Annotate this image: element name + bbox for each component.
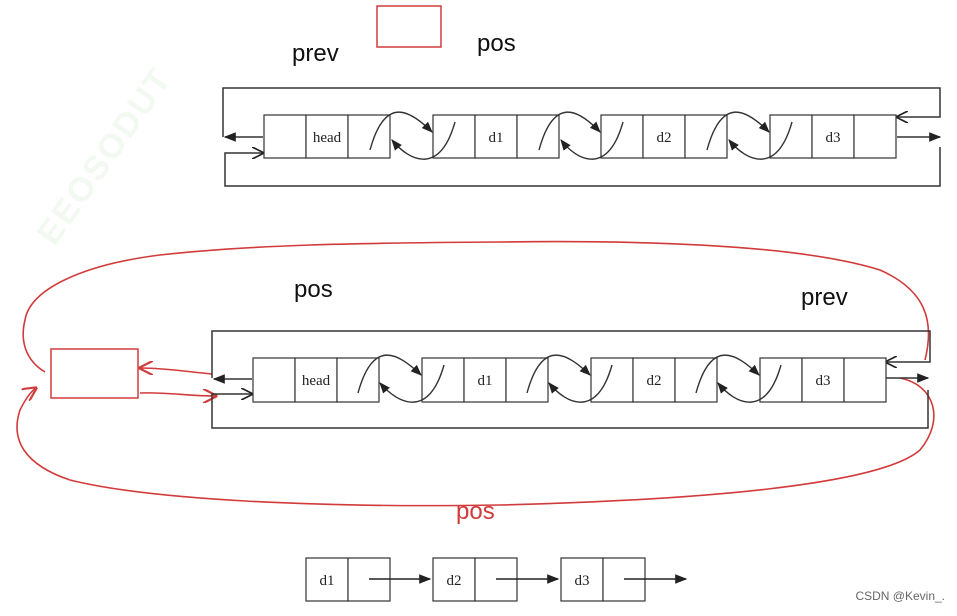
bottom-node-head: head bbox=[252, 357, 380, 403]
top-node-label: head bbox=[313, 130, 342, 146]
bottom-node-d3: d3 bbox=[759, 357, 887, 403]
top-node-label: d1 bbox=[489, 130, 504, 146]
top-circular-link bbox=[222, 87, 941, 137]
bottom-node-d1: d1 bbox=[421, 357, 549, 403]
csdn-credit: CSDN @Kevin_. bbox=[855, 589, 945, 603]
top-bidirectional-links bbox=[369, 111, 793, 160]
bottom-node-label: d1 bbox=[478, 373, 493, 389]
simple-chain: d1 d2 d3 bbox=[305, 557, 688, 602]
bottom-node-d2: d2 bbox=[590, 357, 718, 403]
bottom-node-label: head bbox=[302, 373, 331, 389]
bottom-new-node-box bbox=[50, 348, 139, 399]
top-prev-label: prev bbox=[292, 40, 339, 67]
red-arrow-from-new-node bbox=[139, 393, 216, 396]
top-node-label: d2 bbox=[657, 130, 672, 146]
red-arrow-to-new-node bbox=[140, 368, 213, 374]
bottom-list: head d1 d2 d3 bbox=[16, 240, 935, 507]
bottom-node-label: d2 bbox=[647, 373, 662, 389]
top-pos-label: pos bbox=[477, 30, 516, 57]
top-node-label: d3 bbox=[826, 130, 841, 146]
top-node-d2: d2 bbox=[600, 114, 728, 159]
mid-pos-label: pos bbox=[294, 276, 333, 303]
top-list: head d1 d2 d3 bbox=[222, 5, 942, 187]
top-node-d3: d3 bbox=[769, 114, 897, 159]
mid-prev-label: prev bbox=[801, 284, 848, 311]
top-node-head: head bbox=[263, 114, 391, 159]
bottom-bidirectional-links bbox=[357, 354, 782, 403]
top-new-node-box bbox=[376, 5, 442, 48]
red-pos-label: pos bbox=[456, 498, 495, 525]
chain-node-label: d1 bbox=[320, 573, 335, 589]
bottom-circular-link bbox=[211, 330, 931, 378]
red-lower-loop bbox=[16, 377, 935, 507]
bottom-node-label: d3 bbox=[816, 373, 831, 389]
top-node-d1: d1 bbox=[432, 114, 560, 159]
chain-node-label: d3 bbox=[575, 573, 590, 589]
top-circular-link-bottom bbox=[224, 147, 941, 187]
red-outer-loop bbox=[22, 240, 930, 373]
bottom-circular-link-bottom bbox=[211, 390, 929, 429]
chain-node-label: d2 bbox=[447, 573, 462, 589]
